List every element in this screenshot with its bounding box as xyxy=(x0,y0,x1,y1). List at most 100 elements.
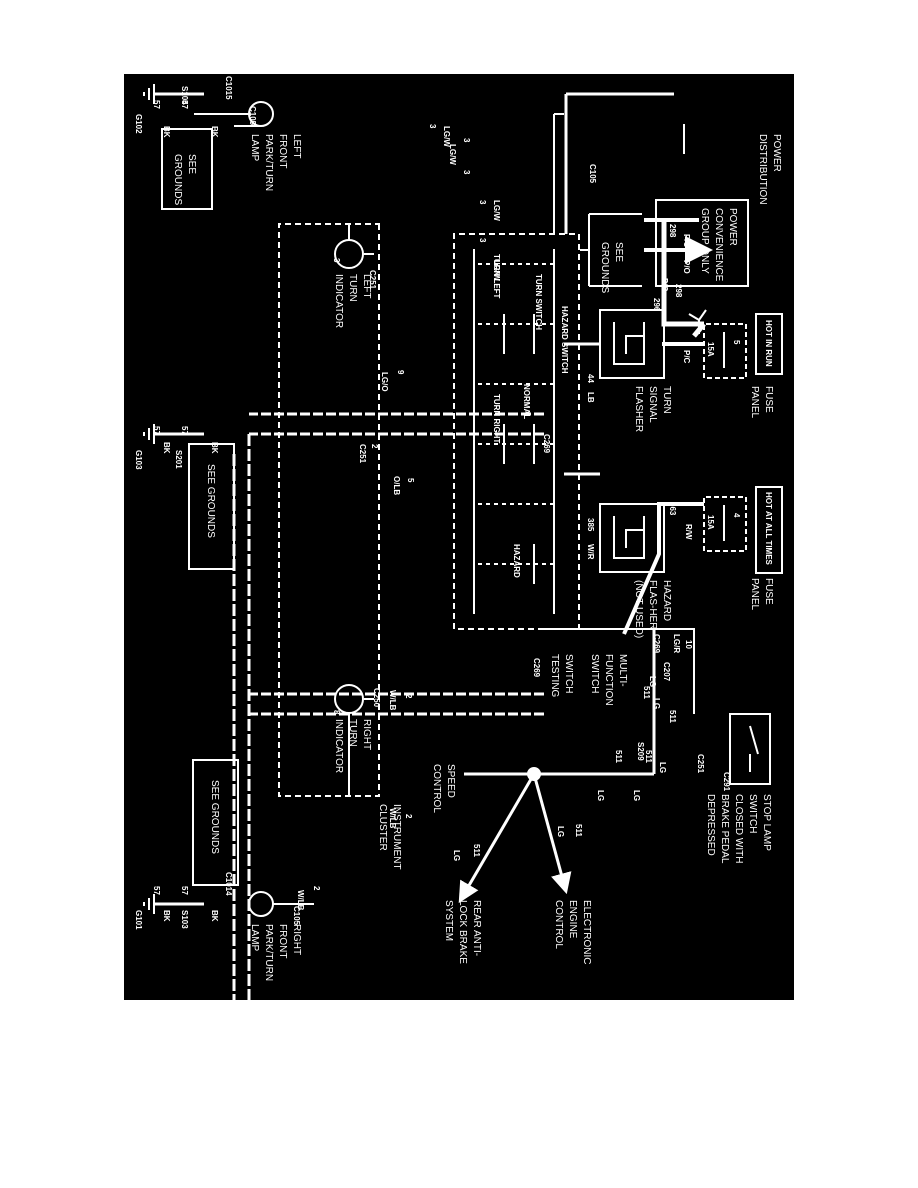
left-turn-indicator-lamp xyxy=(334,239,364,269)
wire-label-44: 44 xyxy=(586,374,595,383)
eec-label-1: ELECTRONIC xyxy=(581,900,592,964)
switch-testing-label-2: TESTING xyxy=(549,654,560,698)
wire-label-3-c: 3 xyxy=(462,170,471,175)
connector-c1015: C1015 xyxy=(224,76,233,100)
hazard-flasher-label-2: FLAS-HER xyxy=(647,580,658,629)
wire-label-10: 10 xyxy=(684,640,693,649)
ground-g102 xyxy=(143,84,155,104)
turn-flasher-symbol xyxy=(613,322,645,365)
right-front-lamp-label-2: FRONT xyxy=(277,924,288,958)
right-front-lamp-label-3: PARK/TURN xyxy=(263,924,274,981)
right-turn-indicator-label-1: RIGHT xyxy=(361,719,372,750)
hot-in-run-label: HOT IN RUN xyxy=(764,320,773,367)
wire-label-298-b: 298 xyxy=(674,284,683,298)
see-grounds-3-label: SEE GROUNDS xyxy=(209,780,220,854)
connector-c269-b: C269 xyxy=(532,658,541,678)
turn-signal-flasher-label-3: FLASHER xyxy=(633,386,644,432)
fuse-panel-2-label-2: PANEL xyxy=(749,578,760,610)
wire-label-wlb-1: W/LB xyxy=(388,690,397,711)
wire-label-2-a: 2 xyxy=(404,694,413,699)
fuse-4-dashed xyxy=(703,496,747,552)
wire-label-bk-e: BK xyxy=(210,910,219,922)
wire-label-lg-5: LG xyxy=(556,826,565,837)
wire-label-lgw-1: LG/W xyxy=(442,126,451,147)
connector-c1014: C1014 xyxy=(224,872,233,896)
wiring-diagram-panel: POWER CONVENIENCE GROUP ONLY HOT IN RUN … xyxy=(124,74,794,1000)
wire-10-lgr xyxy=(544,628,695,714)
power-convenience-label-3: GROUP ONLY xyxy=(699,208,710,274)
connector-g102: G102 xyxy=(134,114,143,134)
left-front-lamp-label-3: PARK/TURN xyxy=(263,134,274,191)
hot-at-all-times-label: HOT AT ALL TIMES xyxy=(764,492,773,566)
wire-label-lg-4: LG xyxy=(632,790,641,801)
connector-c269-a: C269 xyxy=(542,434,551,454)
see-grounds-box-3 xyxy=(192,759,239,886)
wire-label-9: 9 xyxy=(396,370,405,375)
fuse-5-rating: 15A xyxy=(706,342,715,357)
connector-s201: S201 xyxy=(174,450,183,469)
wire-label-bk-a: BK xyxy=(210,126,219,138)
fuse-panel-2-label-1: FUSE xyxy=(763,578,774,605)
hot-in-run-box xyxy=(755,313,783,375)
wire-label-57-b: 57 xyxy=(152,100,161,109)
right-turn-indicator-lamp xyxy=(334,684,364,714)
normal-label: NORMAL xyxy=(522,384,531,419)
fuse-4-rating: 15A xyxy=(706,515,715,530)
pin-3: 3 xyxy=(332,258,341,263)
wire-label-wlb-3: W/LB xyxy=(296,890,305,911)
stop-lamp-contact xyxy=(749,725,759,772)
hazard-label: HAZARD xyxy=(512,544,521,578)
turn-right-label: TURN RIGHT xyxy=(492,394,501,443)
see-grounds-1-text-b: GROUNDS xyxy=(172,154,183,205)
left-front-lamp-label-2: FRONT xyxy=(277,134,288,168)
connector-c105-a: C105 xyxy=(248,106,257,126)
connector-g103: G103 xyxy=(134,450,143,470)
wire-511 xyxy=(534,629,656,776)
wire-label-57-c: 57 xyxy=(180,426,189,435)
connector-c250: C250 xyxy=(372,688,381,708)
fuse-panel-1-label-1: FUSE xyxy=(763,386,774,413)
wire-bus-bottom xyxy=(232,434,251,1000)
wire-label-po-2: P/O xyxy=(660,278,669,292)
wire-label-rw: R/W xyxy=(684,524,693,540)
rabs-label-1: REAR ANTI- xyxy=(471,900,482,956)
wire-label-2-b: 2 xyxy=(404,814,413,819)
wire-label-511-a: 511 xyxy=(642,686,651,699)
connector-c251-a: C251 xyxy=(368,270,377,290)
instrument-cluster-box xyxy=(278,223,380,797)
turn-signal-flasher-label-2: SIGNAL xyxy=(647,386,658,423)
wire-label-po-1: P/O xyxy=(682,260,691,274)
wire-label-lgo: LG/O xyxy=(380,372,389,392)
pin-2: 2 xyxy=(370,444,379,449)
wire-511-eec xyxy=(532,773,572,895)
see-grounds-2-label: SEE GROUNDS xyxy=(205,464,216,538)
ground-g103 xyxy=(143,424,155,444)
instrument-cluster-label-1: INSTRUMENT xyxy=(391,804,402,870)
wire-label-385: 385 xyxy=(586,518,595,532)
hazard-switch-label: HAZARD SWITCH xyxy=(560,306,569,374)
left-front-lamp-label-4: LAMP xyxy=(249,134,260,162)
wire-label-bk-d: BK xyxy=(162,442,171,454)
see-grounds-box-1 xyxy=(161,128,213,210)
instrument-cluster-label-2: CLUSTER xyxy=(377,804,388,851)
wire-511-abs xyxy=(458,773,536,904)
switch-internal-rails xyxy=(473,249,555,614)
stop-lamp-switch-label-5: DEPRESSED xyxy=(705,794,716,856)
wire-9-5 xyxy=(249,412,544,436)
multi-function-switch-label-2: FUNCTION xyxy=(603,654,614,706)
connector-g101: G101 xyxy=(134,910,143,930)
wire-label-511-b: 511 xyxy=(668,710,677,723)
wire-label-57-a: 57 xyxy=(180,100,189,109)
left-front-lamp-label-1: LEFT xyxy=(291,134,302,158)
power-distribution-label-2: DISTRIBUTION xyxy=(757,134,768,205)
wire-label-57-e: 57 xyxy=(180,886,189,895)
wire-label-lgw-3: LG/W xyxy=(492,200,501,221)
wire-label-olb: O/LB xyxy=(392,476,401,495)
switch-internal-contacts xyxy=(474,263,554,565)
hazard-flasher-box xyxy=(599,503,665,573)
right-front-lamp-label-4: LAMP xyxy=(249,924,260,952)
fuse-5-dashed xyxy=(703,323,747,379)
connector-s103: S103 xyxy=(180,910,189,929)
turn-signal-flasher-label-1: TURN xyxy=(661,386,672,414)
wire-label-3-a: 3 xyxy=(428,124,437,129)
